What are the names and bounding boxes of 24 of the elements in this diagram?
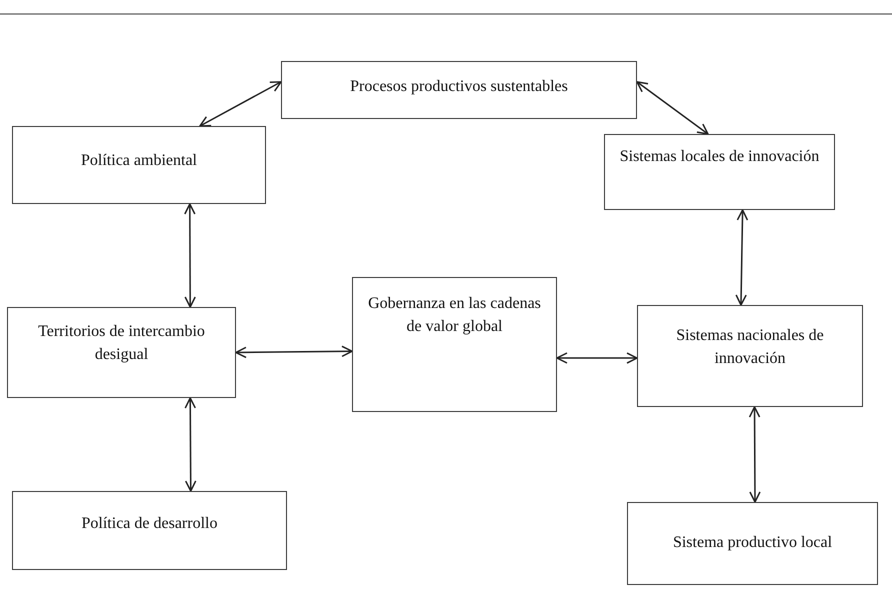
double-arrow	[235, 346, 353, 358]
concept-box	[627, 502, 878, 585]
concept-box	[281, 61, 637, 119]
box-label: Sistemas locales de innovación	[618, 147, 820, 167]
double-arrow	[735, 209, 748, 306]
box-label: Territorios de intercambio desigual	[37, 322, 206, 366]
concept-box	[12, 126, 266, 204]
concept-box	[352, 277, 557, 412]
double-arrow	[748, 406, 761, 503]
box-label: Política ambiental	[80, 151, 198, 171]
double-arrow	[184, 203, 196, 308]
box-label: Sistema productivo local	[672, 533, 834, 553]
concept-box	[604, 134, 835, 210]
double-arrow	[556, 352, 638, 364]
concept-box	[637, 305, 863, 407]
box-label: Procesos productivos sustentables	[349, 77, 569, 97]
box-label: Política de desarrollo	[80, 514, 218, 534]
double-arrow	[199, 81, 282, 127]
box-label: Gobernanza en las cadenas de valor global	[367, 294, 542, 338]
double-arrow	[184, 397, 196, 492]
concept-box	[12, 491, 287, 570]
double-arrow	[636, 81, 709, 135]
concept-box	[7, 307, 236, 398]
box-label: Sistemas nacionales de innovación	[675, 326, 825, 370]
